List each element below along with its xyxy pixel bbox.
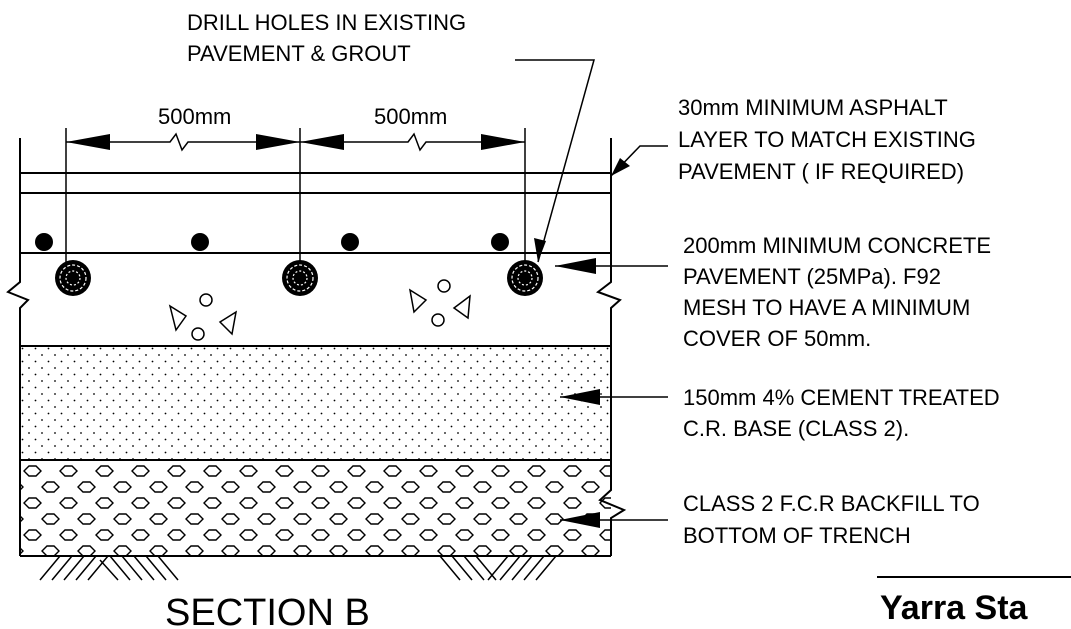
drill-label-line: PAVEMENT & GROUT (187, 41, 411, 66)
base-label-line: 150mm 4% CEMENT TREATED (683, 385, 1000, 410)
asphalt-label-line: PAVEMENT ( IF REQUIRED) (678, 159, 964, 184)
backfill-label-line: BOTTOM OF TRENCH (683, 523, 911, 548)
grout-hole-icon (282, 260, 318, 296)
grout-hole-icon (507, 260, 543, 296)
grout-hole-icon (55, 260, 91, 296)
backfill-layer (20, 461, 611, 556)
base-label-line: C.R. BASE (CLASS 2). (683, 416, 909, 441)
grouted-holes (55, 260, 543, 296)
aggregate-symbols (168, 279, 471, 341)
dimension-lines (65, 128, 526, 268)
asphalt-label-line: 30mm MINIMUM ASPHALT (678, 95, 948, 120)
dimension-label: 500mm (374, 104, 447, 129)
section-title: SECTION B (165, 592, 370, 629)
drill-label-line: DRILL HOLES IN EXISTING (187, 10, 466, 35)
mesh-bars (35, 233, 509, 251)
dimension-label: 500mm (158, 104, 231, 129)
concrete-label-line: 200mm MINIMUM CONCRETE (683, 233, 991, 258)
asphalt-label-line: LAYER TO MATCH EXISTING (678, 127, 976, 152)
concrete-label-line: PAVEMENT (25MPa). F92 (683, 264, 941, 289)
leader-lines (515, 59, 668, 528)
brand-name: Yarra Sta (880, 589, 1029, 627)
concrete-label-line: COVER OF 50mm. (683, 326, 871, 351)
concrete-label-line: MESH TO HAVE A MINIMUM (683, 295, 970, 320)
backfill-label-line: CLASS 2 F.C.R BACKFILL TO (683, 491, 980, 516)
section-outline (6, 138, 627, 557)
base-layer (20, 346, 611, 460)
natural-ground-hatch (39, 555, 557, 581)
